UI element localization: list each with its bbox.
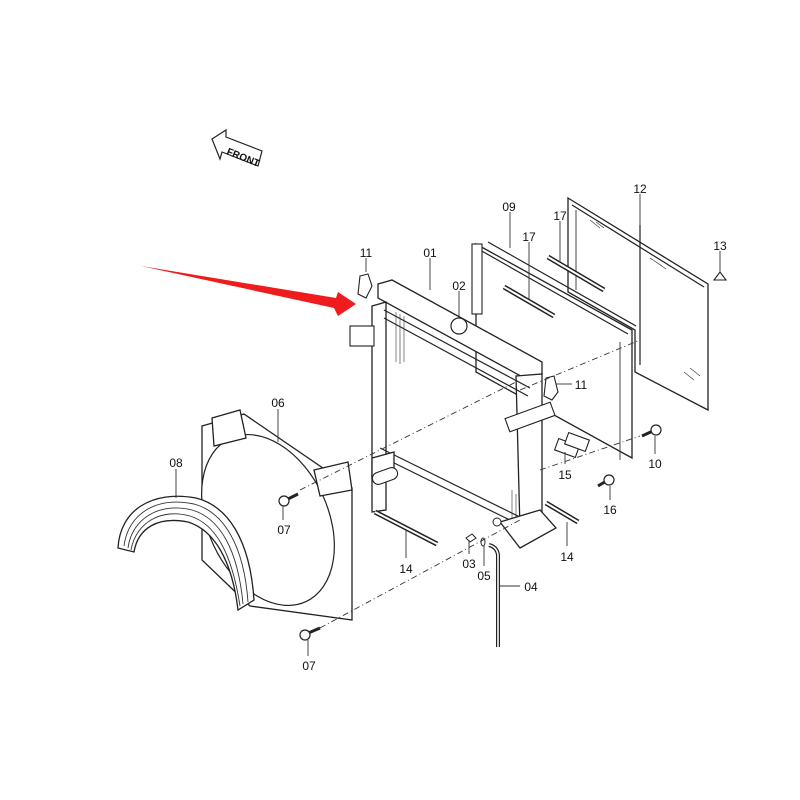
part-01-radiator xyxy=(349,279,558,549)
callout-14-right: 14 xyxy=(560,550,574,564)
part-13-fastener xyxy=(712,271,728,281)
callout-13: 13 xyxy=(713,239,727,253)
callout-11-left: 11 xyxy=(360,246,373,260)
part-10-bolt-icon xyxy=(641,424,662,438)
callout-14-left: 14 xyxy=(399,562,413,576)
callout-17-upper: 17 xyxy=(553,209,567,223)
callout-04: 04 xyxy=(524,580,538,594)
part-07-bolt-upper-icon xyxy=(278,492,299,507)
callout-05: 05 xyxy=(477,569,491,583)
part-16-bolt-icon xyxy=(597,474,615,488)
callout-06: 06 xyxy=(271,396,285,410)
callout-07-upper: 07 xyxy=(277,523,291,537)
alignment-line xyxy=(299,379,521,491)
part-17-strip-upper xyxy=(546,254,606,293)
front-direction-arrow-icon: FRONT xyxy=(211,128,263,170)
part-17-strip-lower xyxy=(502,284,556,319)
leader-lines xyxy=(175,194,721,656)
callout-10: 10 xyxy=(648,457,662,471)
part-02-radiator-cap-icon xyxy=(450,317,468,335)
callout-03: 03 xyxy=(462,557,476,571)
part-11-bracket-left xyxy=(357,273,373,299)
highlight-arrow-icon xyxy=(141,266,356,316)
part-08-fan-guard xyxy=(117,495,255,612)
part-14-strip-left xyxy=(373,509,439,547)
part-15-plates xyxy=(553,431,591,459)
callout-12: 12 xyxy=(633,182,647,196)
part-14-strip-right xyxy=(544,500,580,525)
callout-07-lower: 07 xyxy=(302,659,316,673)
callout-09: 09 xyxy=(502,200,516,214)
part-05-clip-icon xyxy=(480,537,486,547)
callout-11-right: 11 xyxy=(575,378,588,392)
part-07-bolt-lower-icon xyxy=(299,626,321,641)
part-04-drain-hose xyxy=(488,543,500,647)
callout-15: 15 xyxy=(558,468,572,482)
callout-02: 02 xyxy=(452,279,466,293)
part-12-screen-frame xyxy=(567,196,709,412)
alignment-line xyxy=(539,435,641,471)
alignment-line xyxy=(519,339,641,391)
callout-08: 08 xyxy=(169,456,183,470)
callout-17-lower: 17 xyxy=(522,230,536,244)
callout-16: 16 xyxy=(603,503,617,517)
alignment-line xyxy=(319,519,521,629)
callout-01: 01 xyxy=(423,246,437,260)
